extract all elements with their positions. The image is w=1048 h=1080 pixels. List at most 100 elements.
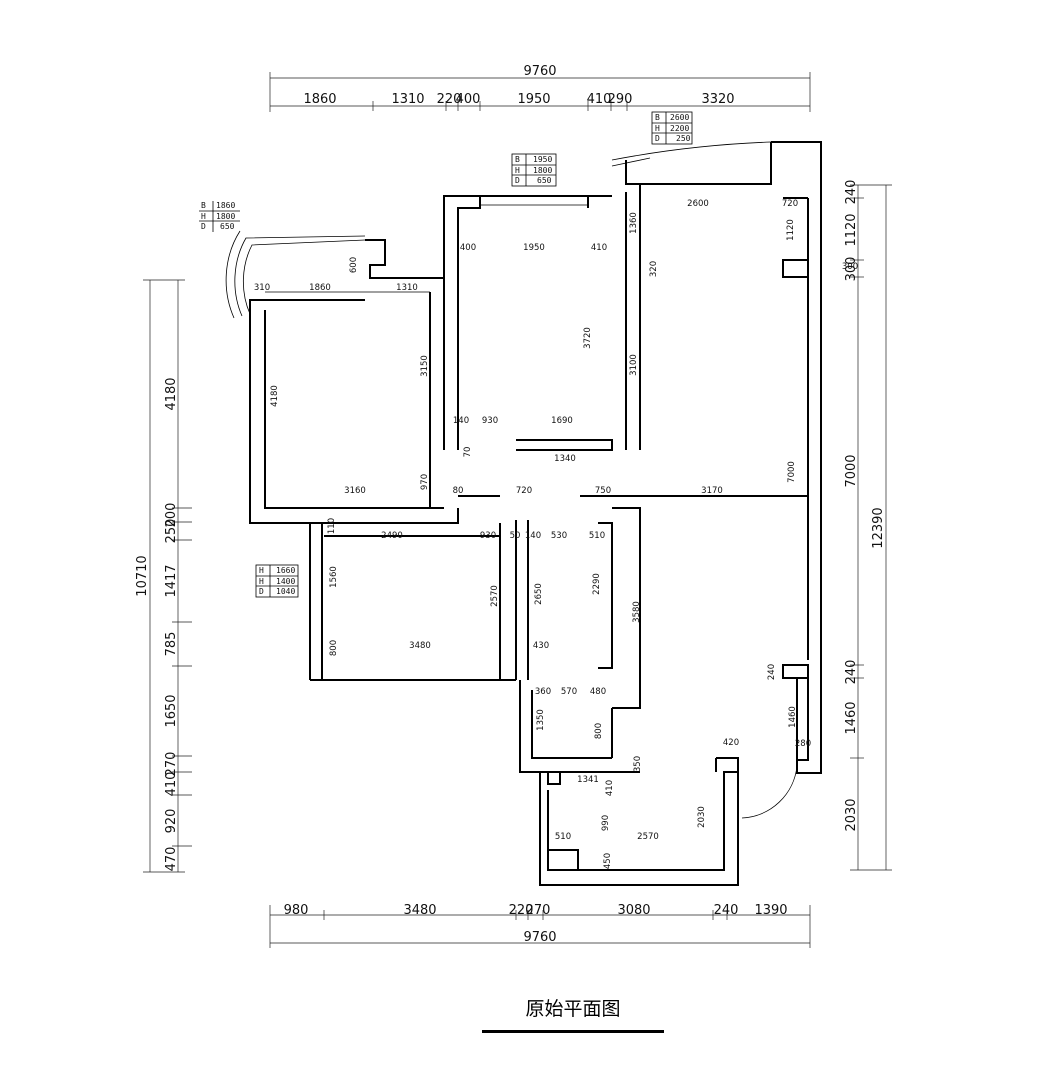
right-dim-label: 1120 [844, 213, 859, 246]
top-dim-label: 410 [587, 92, 612, 107]
spec-table-top: B 1950 H 1800 D 650 [511, 153, 557, 187]
room-dim: 480 [590, 687, 606, 697]
room-dim: 720 [516, 486, 532, 496]
bottom-dim-label: 240 [714, 903, 739, 918]
spec-key: D [655, 134, 660, 143]
room-dim: 2490 [381, 531, 403, 541]
room-dim: 310 [254, 283, 270, 293]
spec-key: H [201, 212, 206, 221]
room-dim: 110 [327, 518, 337, 534]
room-dimensions: 2600 720 1120 1360 400 1950 410 320 300 … [254, 199, 858, 869]
left-dim-label: 410 [164, 772, 179, 797]
left-total-label: 10710 [135, 555, 150, 596]
room-dim: 2570 [637, 832, 659, 842]
room-dim: 1340 [554, 454, 576, 464]
room-dim: 1350 [536, 709, 546, 731]
room-dim: 420 [723, 738, 739, 748]
right-total-label: 12390 [871, 507, 886, 548]
drawing-title: 原始平面图 [525, 998, 621, 1020]
title-underline [482, 1030, 664, 1033]
top-total-label: 9760 [523, 64, 556, 79]
openings [225, 141, 798, 819]
room-dim: 930 [482, 416, 498, 426]
spec-key: B [515, 155, 520, 164]
spec-table-left: H 1660 H 1400 D 1040 [255, 564, 299, 598]
room-dim: 800 [329, 640, 339, 656]
spec-value: 250 [676, 134, 691, 143]
room-dim: 140 [453, 416, 469, 426]
room-dim: 430 [533, 641, 549, 651]
room-dim: 70 [463, 447, 473, 458]
room-dim: 570 [561, 687, 577, 697]
top-dim-label: 3320 [701, 92, 734, 107]
room-dim: 510 [589, 531, 605, 541]
room-dim: 3150 [420, 355, 430, 377]
spec-value: 1660 [276, 566, 295, 575]
room-dim: 2030 [697, 806, 707, 828]
room-dim: 3580 [632, 601, 642, 623]
top-dim-label: 1310 [391, 92, 424, 107]
left-dim-label: 4180 [164, 377, 179, 410]
right-dimension-chain: 240 1120 300 7000 240 1460 2030 12390 [844, 180, 892, 871]
left-dim-label: 470 [164, 847, 179, 872]
room-dim: 1860 [309, 283, 331, 293]
room-dim: 3100 [629, 354, 639, 376]
spec-value: 1800 [216, 212, 235, 221]
room-dim: 1690 [551, 416, 573, 426]
bottom-dim-label: 270 [526, 903, 551, 918]
room-dim: 320 [649, 261, 659, 277]
room-dim: 530 [551, 531, 567, 541]
room-dim: 800 [594, 723, 604, 739]
spec-key: B [655, 113, 660, 122]
top-dim-label: 1950 [517, 92, 550, 107]
room-dim: 2290 [592, 573, 602, 595]
room-dim: 1460 [788, 706, 798, 728]
room-dim: 350 [633, 756, 643, 772]
top-dim-label: 290 [608, 92, 633, 107]
spec-key: H [515, 166, 520, 175]
walls [249, 141, 822, 886]
spec-value: 2200 [670, 124, 689, 133]
room-dim: 1120 [786, 219, 796, 241]
spec-value: 1400 [276, 577, 295, 586]
right-dim-label: 240 [844, 660, 859, 685]
room-dim: 2650 [534, 583, 544, 605]
room-dim: 450 [603, 853, 613, 869]
bottom-dim-label: 3080 [617, 903, 650, 918]
room-dim: 7000 [787, 461, 797, 483]
right-dim-label: 1460 [844, 701, 859, 734]
spec-value: 650 [537, 176, 552, 185]
room-dim: 720 [782, 199, 798, 209]
room-dim: 970 [420, 474, 430, 490]
right-dim-label: 240 [844, 180, 859, 205]
room-dim: 750 [595, 486, 611, 496]
bottom-dim-label: 1390 [754, 903, 787, 918]
left-dim-label: 250 [164, 519, 179, 544]
room-dim: 400 [460, 243, 476, 253]
spec-value: 1800 [533, 166, 552, 175]
top-dimension-chain: 9760 1860 1310 220 400 1950 410 290 3320 [269, 64, 811, 112]
room-dim: 50 [510, 531, 521, 541]
room-dim: 410 [605, 780, 615, 796]
left-dimension-chain: 10710 4180 200 250 1417 785 1650 270 410… [135, 279, 192, 873]
room-dim: 2600 [687, 199, 709, 209]
left-dim-label: 270 [164, 752, 179, 777]
room-dim: 410 [591, 243, 607, 253]
bottom-dim-label: 980 [284, 903, 309, 918]
bottom-total-label: 9760 [523, 930, 556, 945]
room-dim: 600 [349, 257, 359, 273]
left-dim-label: 920 [164, 809, 179, 834]
right-dim-label: 300 [844, 257, 859, 282]
room-dim: 990 [601, 815, 611, 831]
room-dim: 280 [795, 739, 811, 749]
bottom-dim-label: 220 [509, 903, 534, 918]
room-dim: 930 [480, 531, 496, 541]
spec-value: 2600 [670, 113, 689, 122]
spec-value: 1860 [216, 201, 235, 210]
room-dim: 300 [842, 262, 858, 272]
room-dim: 1950 [523, 243, 545, 253]
spec-key: D [259, 587, 264, 596]
room-dim: 4180 [270, 385, 280, 407]
bottom-dim-label: 3480 [403, 903, 436, 918]
spec-table-topright: B 2600 H 2200 D 250 [651, 111, 693, 145]
